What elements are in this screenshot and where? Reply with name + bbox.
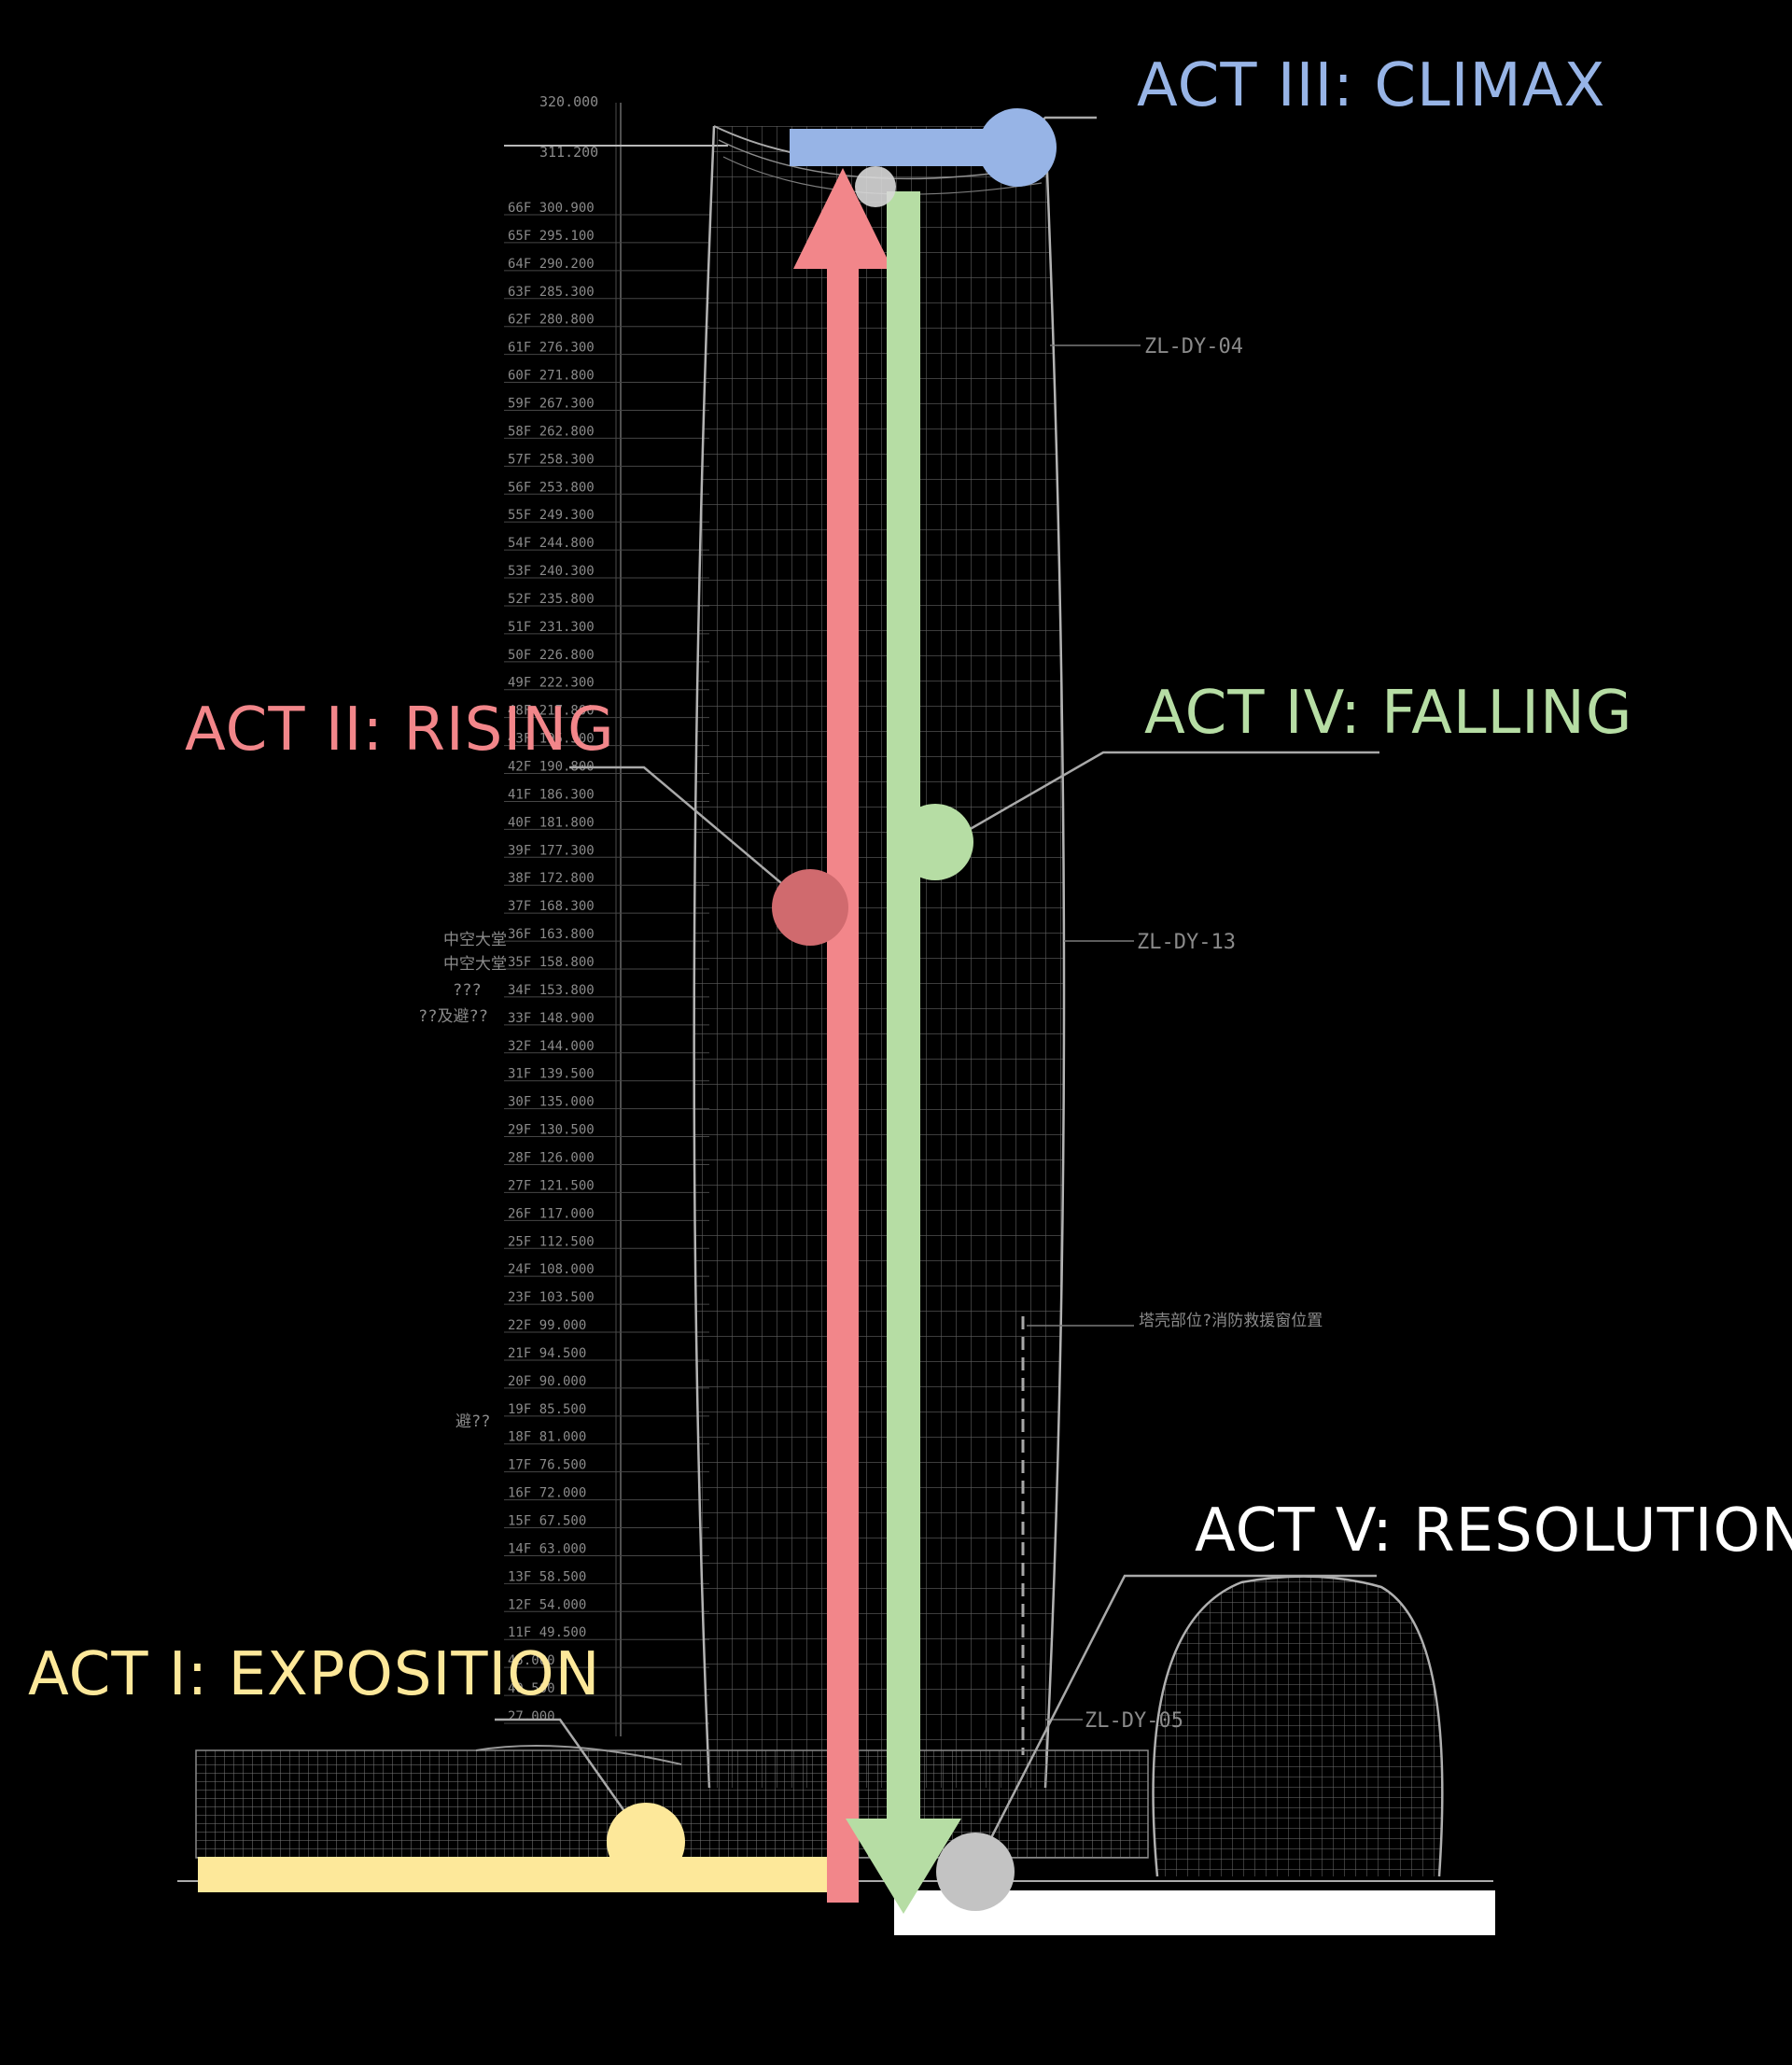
floor-level-label: 55F 249.300 xyxy=(508,508,595,523)
floor-level-label: 39F 177.300 xyxy=(508,843,595,858)
side-note: ??及避?? xyxy=(418,1007,488,1026)
leader-act4 xyxy=(942,751,1379,847)
floor-level-label: 32F 144.000 xyxy=(508,1039,595,1054)
floor-level-label: 24F 108.000 xyxy=(508,1262,595,1277)
floor-level-label: 56F 253.800 xyxy=(508,480,595,495)
floor-level-label: 66F 300.900 xyxy=(508,201,595,216)
floor-level-label: 35F 158.800 xyxy=(508,955,595,970)
side-note: 避?? xyxy=(455,1412,490,1431)
leader-act5 xyxy=(973,1574,1377,1870)
act5-node[interactable] xyxy=(936,1833,1015,1911)
level-ticks xyxy=(504,214,709,1724)
floor-level-label: 52F 235.800 xyxy=(508,592,595,607)
tag-zl-dy-13: ZL-DY-13 xyxy=(1137,931,1236,954)
floor-level-label: 12F 54.000 xyxy=(508,1597,586,1612)
floor-level-label: 18F 81.000 xyxy=(508,1430,586,1445)
leader-act1 xyxy=(495,1718,646,1840)
roof-elevation-mark: 311.200 xyxy=(539,144,598,161)
floor-level-label: 33F 148.900 xyxy=(508,1011,595,1026)
floor-level-label: 45.000 xyxy=(508,1653,555,1668)
tag-zl-dy-05: ZL-DY-05 xyxy=(1085,1709,1183,1733)
floor-level-label: 13F 58.500 xyxy=(508,1569,586,1584)
floor-level-label: 42F 190.800 xyxy=(508,760,595,775)
act1-label: ACT I: EXPOSITION xyxy=(28,1640,601,1709)
floor-level-label: 63F 285.300 xyxy=(508,285,595,300)
tower-elevation-drawing: 66F 300.900 65F 295.100 64F 290.200 63F 285… xyxy=(177,93,1493,1882)
floor-level-label: 15F 67.500 xyxy=(508,1514,586,1529)
floor-level-label: 53F 240.300 xyxy=(508,564,595,579)
top-elevation-mark: 320.000 xyxy=(539,93,598,110)
floor-level-label: 28F 126.000 xyxy=(508,1150,595,1165)
floor-level-label: 36F 163.800 xyxy=(508,927,595,942)
floor-level-label: 29F 130.500 xyxy=(508,1123,595,1138)
side-note: ??? xyxy=(453,981,482,1000)
floor-level-label: 30F 135.000 xyxy=(508,1095,595,1110)
floor-level-label: 37F 168.300 xyxy=(508,899,595,914)
floor-level-label: 59F 267.300 xyxy=(508,396,595,411)
floor-level-label: 64F 290.200 xyxy=(508,257,595,272)
floor-level-label: 21F 94.500 xyxy=(508,1346,586,1361)
floor-level-label: 23F 103.500 xyxy=(508,1290,595,1305)
floor-level-label: 22F 99.000 xyxy=(508,1318,586,1333)
act1-base-bar xyxy=(198,1857,831,1892)
floor-level-label: 31F 139.500 xyxy=(508,1067,595,1082)
floor-level-label: 27.000 xyxy=(508,1709,555,1724)
floor-level-label: 54F 244.800 xyxy=(508,536,595,551)
floor-level-label: 11F 49.500 xyxy=(508,1625,586,1640)
tag-zl-dy-04: ZL-DY-04 xyxy=(1144,335,1243,358)
floor-level-label: 40.500 xyxy=(508,1681,555,1696)
act4-node[interactable] xyxy=(897,804,973,880)
rising-arrow xyxy=(793,168,892,1903)
floor-level-label: 51F 231.300 xyxy=(508,620,595,635)
leader-act2 xyxy=(569,766,811,908)
floor-level-label: 41F 186.300 xyxy=(508,787,595,802)
floor-level-labels: 66F 300.900 65F 295.100 64F 290.200 63F 285… xyxy=(508,201,595,1724)
act3-top-bar xyxy=(790,129,997,166)
floor-level-label: 57F 258.300 xyxy=(508,452,595,467)
tag-rescue-window: 塔壳部位?消防救援窗位置 xyxy=(1139,1312,1323,1330)
floor-level-label: 26F 117.000 xyxy=(508,1206,595,1221)
floor-level-label: 27F 121.500 xyxy=(508,1178,595,1193)
act4-label: ACT IV: FALLING xyxy=(1144,679,1633,748)
floor-level-label: 43F 195.300 xyxy=(508,732,595,747)
side-note: 中空大堂 xyxy=(443,955,507,974)
floor-level-label: 49F 222.300 xyxy=(508,676,595,691)
act3-label: ACT III: CLIMAX xyxy=(1137,51,1606,120)
floor-level-label: 25F 112.500 xyxy=(508,1234,595,1249)
act2-label: ACT II: RISING xyxy=(185,695,615,765)
side-note: 中空大堂 xyxy=(443,931,507,949)
floor-level-label: 50F 226.800 xyxy=(508,648,595,663)
floor-level-label: 14F 63.000 xyxy=(508,1541,586,1556)
floor-level-label: 62F 280.800 xyxy=(508,313,595,328)
floor-level-label: 65F 295.100 xyxy=(508,229,595,244)
act1-node[interactable] xyxy=(607,1803,685,1881)
act2-node[interactable] xyxy=(772,869,848,946)
floor-level-label: 34F 153.800 xyxy=(508,983,595,998)
floor-level-label: 58F 262.800 xyxy=(508,424,595,439)
floor-level-label: 16F 72.000 xyxy=(508,1486,586,1501)
act3-node[interactable] xyxy=(978,108,1057,187)
floor-level-label: 19F 85.500 xyxy=(508,1402,586,1417)
floor-level-label: 60F 271.800 xyxy=(508,369,595,384)
small-peak-node xyxy=(855,166,896,207)
act5-label: ACT V: RESOLUTION xyxy=(1195,1496,1792,1566)
floor-level-label: 20F 90.000 xyxy=(508,1374,586,1389)
floor-level-label: 48F 217.800 xyxy=(508,704,595,719)
floor-level-label: 40F 181.800 xyxy=(508,815,595,830)
floor-level-label: 38F 172.800 xyxy=(508,871,595,886)
floor-level-label: 17F 76.500 xyxy=(508,1458,586,1473)
falling-arrow xyxy=(846,191,961,1914)
floor-level-label: 61F 276.300 xyxy=(508,341,595,356)
